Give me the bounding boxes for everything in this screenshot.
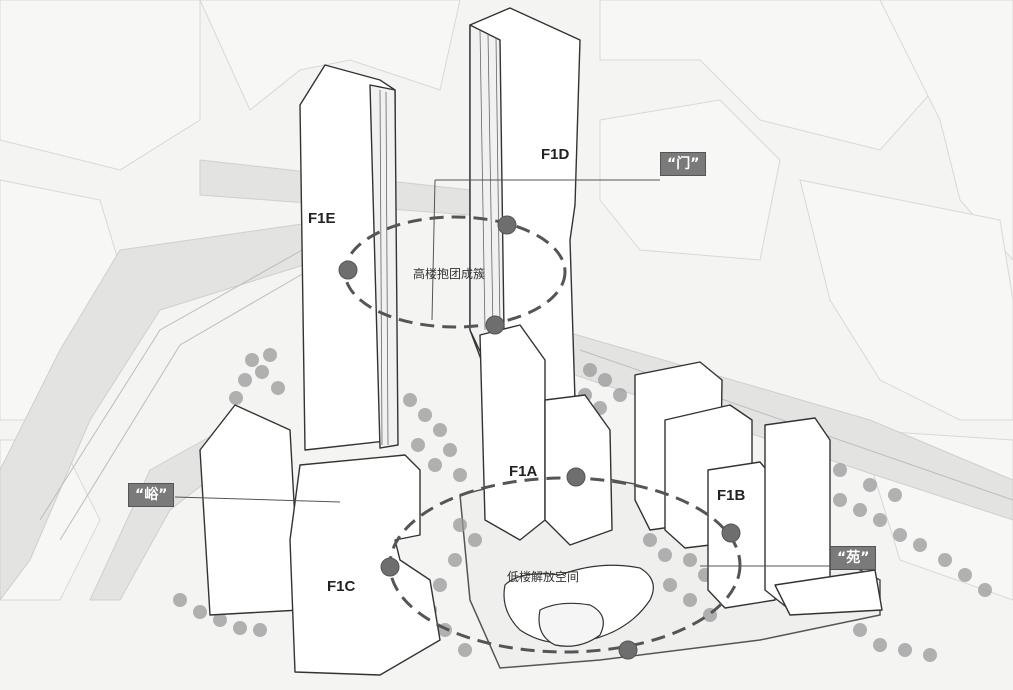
tree [898,643,912,657]
tree [253,623,267,637]
tree [598,373,612,387]
tag-gate: “门” [660,152,706,176]
node-dot [486,316,504,334]
tree [271,381,285,395]
node-dot [619,641,637,659]
tree [873,638,887,652]
tree [233,621,247,635]
tree [448,553,462,567]
tree [193,605,207,619]
tree [923,648,937,662]
node-dot [339,261,357,279]
tree [938,553,952,567]
tree [255,365,269,379]
tree [663,578,677,592]
zone-label-upper: 高楼抱团成簇 [413,265,485,282]
tree [683,553,697,567]
label-F1E: F1E [308,210,336,227]
tag-valley: “峪” [128,483,174,507]
tree [958,568,972,582]
tree [403,393,417,407]
tree [853,623,867,637]
tree [978,583,992,597]
tree [888,488,902,502]
label-F1A: F1A [509,463,537,480]
tree [458,643,472,657]
tree [263,348,277,362]
node-dot [498,216,516,234]
label-F1C: F1C [327,578,355,595]
tree [658,548,672,562]
zone-label-lower: 低楼解放空间 [507,568,579,585]
building-F1E [300,65,398,450]
tree [853,503,867,517]
tree [468,533,482,547]
tree [583,363,597,377]
tree [433,423,447,437]
node-dot [722,524,740,542]
tree [453,518,467,532]
tree [428,458,442,472]
tree [833,493,847,507]
tree [173,593,187,607]
tag-garden: “苑” [830,546,876,570]
tree [613,388,627,402]
tree [411,438,425,452]
tree [238,373,252,387]
tree [683,593,697,607]
tree [229,391,243,405]
tree [873,513,887,527]
node-dot [381,558,399,576]
tree [833,463,847,477]
label-F1B: F1B [717,487,745,504]
tree [863,478,877,492]
label-F1D: F1D [541,146,569,163]
node-dot [567,468,585,486]
tree [418,408,432,422]
tree [443,443,457,457]
tree [245,353,259,367]
tree [893,528,907,542]
tree [643,533,657,547]
tree [453,468,467,482]
tree [433,578,447,592]
tree [913,538,927,552]
